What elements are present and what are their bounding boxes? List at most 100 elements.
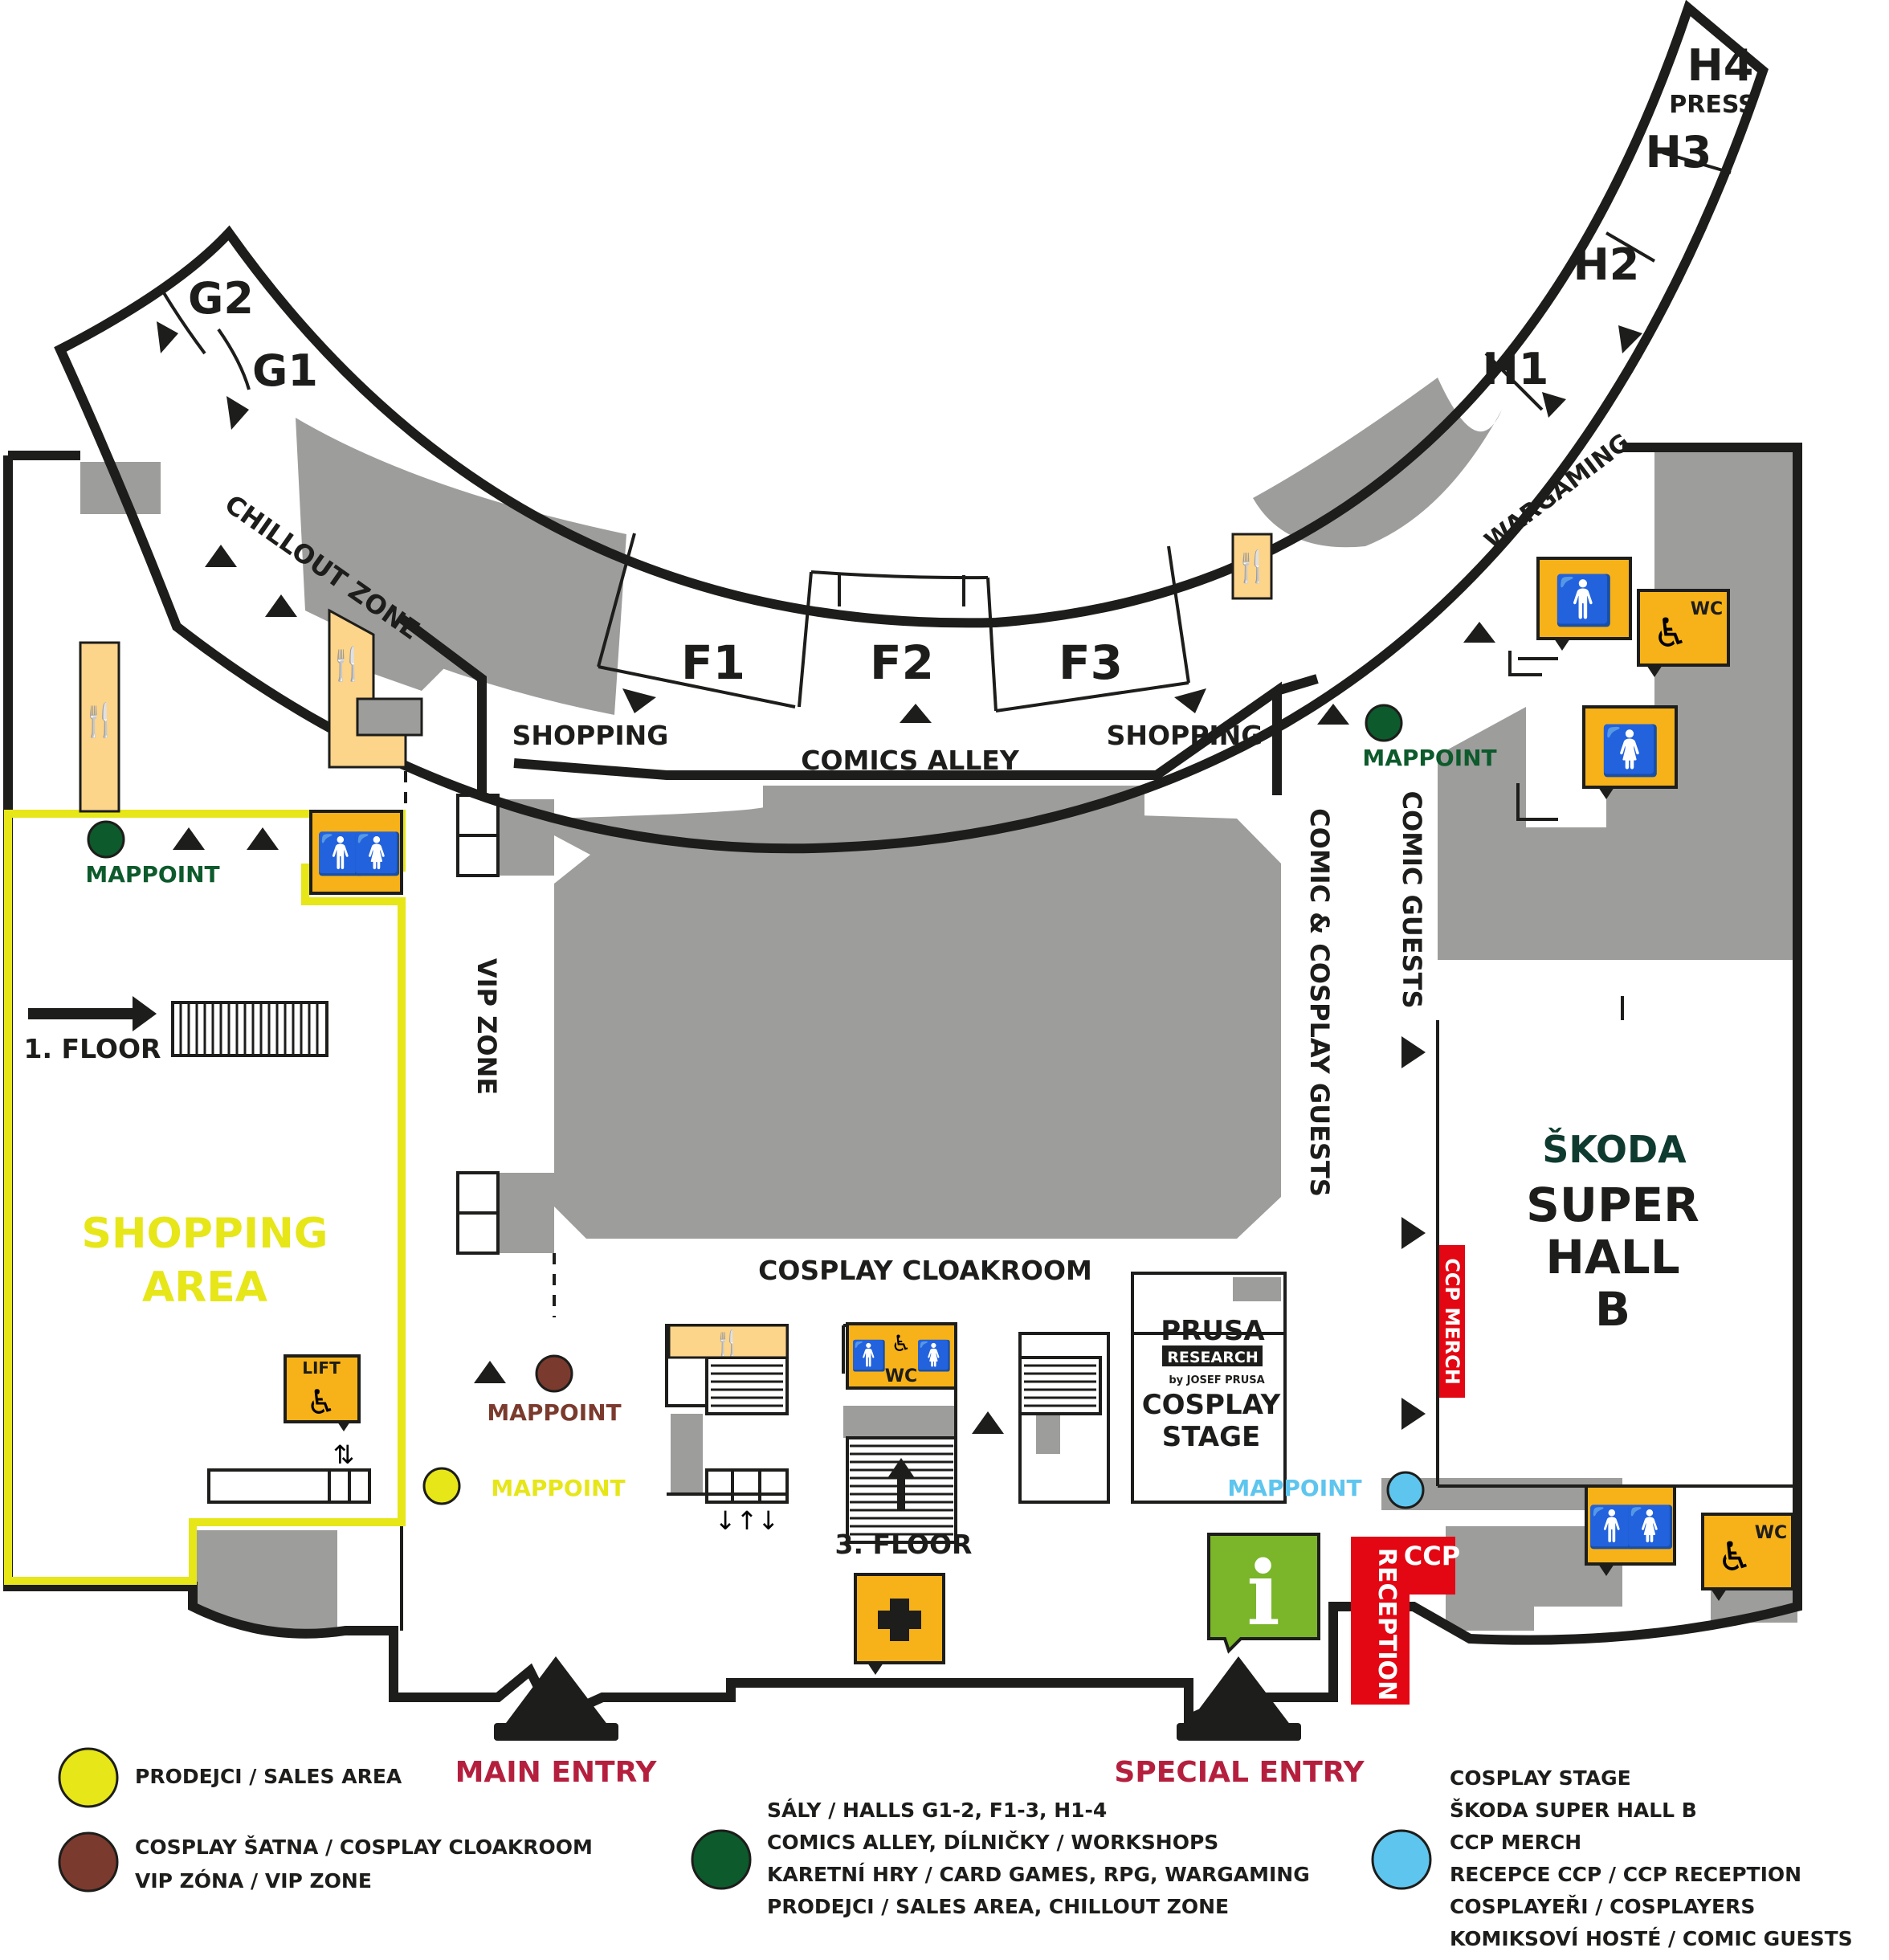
legend-blue-line-3: CCP MERCH <box>1450 1831 1581 1854</box>
first-floor-arrow-icon <box>28 996 157 1031</box>
by-josef-prusa-label: by JOSEF PRUSA <box>1169 1374 1264 1386</box>
legend-green-line-2: COMICS ALLEY, DÍLNIČKY / WORKSHOPS <box>767 1830 1218 1854</box>
center-wc: 🚹 🚺 ♿ WC <box>846 1322 957 1390</box>
svg-text:🚹: 🚹 <box>1588 1504 1638 1550</box>
toilets-shopping: 🚹 🚺 <box>309 810 403 895</box>
vip-zone-label: VIP ZONE <box>471 958 502 1095</box>
reception-label: RECEPTION <box>1373 1548 1401 1701</box>
walls <box>3 0 1802 1727</box>
main-entry-label: MAIN ENTRY <box>455 1756 658 1789</box>
comics-alley-label: COMICS ALLEY <box>801 745 1020 776</box>
cosplay-cloakroom-label: COSPLAY CLOAKROOM <box>758 1255 1092 1286</box>
gray-areas <box>80 378 1797 1634</box>
first-aid <box>854 1573 945 1675</box>
mappoint-brown-icon <box>535 1354 573 1393</box>
svg-text:♿: ♿ <box>1717 1533 1753 1580</box>
mappoint-brown-label: MAPPOINT <box>487 1399 621 1426</box>
toilet-women-wargaming: 🚺 <box>1582 705 1678 799</box>
legend-green-line-3: KARETNÍ HRY / CARD GAMES, RPG, WARGAMING <box>767 1863 1310 1886</box>
hall-h2: H2 <box>1573 239 1640 290</box>
svg-text:🚹: 🚹 <box>1554 573 1614 629</box>
center-wc-label: WC <box>885 1366 917 1386</box>
main-entry-icon <box>494 1656 618 1739</box>
mappoint-green-left-label: MAPPOINT <box>85 861 219 888</box>
svg-text:🍴: 🍴 <box>712 1329 742 1358</box>
ccp-merch: CCP MERCH <box>1439 1245 1465 1398</box>
research-label: RESEARCH <box>1167 1349 1258 1366</box>
info-point: i <box>1207 1533 1320 1654</box>
accessible-icon: ♿ <box>1653 610 1689 656</box>
food-area-wargaming: 🍴 <box>1231 533 1273 600</box>
legend-blue-dot <box>1371 1829 1432 1890</box>
special-entry-label: SPECIAL ENTRY <box>1114 1756 1365 1789</box>
hall-f1: F1 <box>681 635 745 690</box>
special-entry-icon <box>1177 1656 1301 1739</box>
shopping-area-label-1: SHOPPING <box>82 1210 328 1258</box>
cosplay-stage-label-2: STAGE <box>1162 1421 1261 1453</box>
hall-press: PRESS <box>1669 91 1755 119</box>
prusa-label: PRUSA <box>1161 1315 1265 1347</box>
svg-text:🚹: 🚹 <box>851 1339 887 1373</box>
escalator-first-floor <box>171 1001 328 1057</box>
escalator-third-floor <box>846 1436 957 1544</box>
svg-text:🚺: 🚺 <box>1626 1504 1675 1550</box>
hall-h4: H4 <box>1687 40 1754 91</box>
mappoint-yellow-label: MAPPOINT <box>491 1475 625 1501</box>
info-icon: i <box>1246 1541 1280 1645</box>
accessible-wc-super-hall: ♿ WC <box>1701 1513 1794 1601</box>
legend-green-line-4: PRODEJCI / SALES AREA, CHILLOUT ZONE <box>767 1895 1229 1918</box>
skoda-super-hall: ŠKODA SUPER HALL B <box>1526 1128 1699 1337</box>
lift-label: LIFT <box>302 1358 341 1378</box>
legend-yellow-line-1: PRODEJCI / SALES AREA <box>135 1765 402 1788</box>
food-icon-chillout: 🍴 <box>327 645 367 683</box>
ccp-merch-label: CCP MERCH <box>1441 1258 1463 1385</box>
lift-accessible-icon: ♿ <box>306 1382 337 1422</box>
food-area-left: 🍴 <box>79 641 120 813</box>
mappoint-green-left: MAPPOINT <box>85 820 220 888</box>
first-floor-label: 1. FLOOR <box>24 1033 161 1064</box>
hall-f3: F3 <box>1059 635 1123 690</box>
legend-blue-line-4: RECEPCE CCP / CCP RECEPTION <box>1450 1863 1801 1886</box>
super-hall-label-3: B <box>1595 1282 1630 1337</box>
mappoint-blue-label: MAPPOINT <box>1227 1475 1361 1501</box>
escalator-center-left <box>705 1356 789 1415</box>
super-hall-label-2: HALL <box>1545 1230 1679 1284</box>
stairs-arrows-icon: ↓↑↓ <box>715 1505 779 1536</box>
mappoint-green-right: MAPPOINT <box>1362 704 1497 771</box>
super-hall-label-1: SUPER <box>1526 1178 1699 1232</box>
hall-g2: G2 <box>188 273 254 324</box>
shopping-area-label-2: AREA <box>142 1264 267 1312</box>
prusa-cosplay-stage: PRUSA RESEARCH by JOSEF PRUSA COSPLAY ST… <box>1142 1315 1281 1453</box>
legend-brown-line-2: VIP ZÓNA / VIP ZONE <box>135 1868 372 1893</box>
svg-text:🚺: 🚺 <box>916 1339 953 1373</box>
legend-brown-line-1: COSPLAY ŠATNA / COSPLAY CLOAKROOM <box>135 1835 593 1859</box>
mappoint-yellow-icon <box>422 1467 461 1505</box>
mappoint-yellow: MAPPOINT <box>422 1467 626 1505</box>
comic-guests-label: COMIC GUESTS <box>1397 790 1427 1008</box>
toilets-super-hall: 🚹 🚺 <box>1585 1484 1676 1576</box>
hall-h3: H3 <box>1646 127 1712 178</box>
legend-blue-line-1: COSPLAY STAGE <box>1450 1766 1631 1790</box>
mappoint-blue-icon <box>1386 1471 1425 1509</box>
mappoint-green-icon <box>87 820 125 859</box>
skoda-brand-label: ŠKODA <box>1542 1128 1687 1171</box>
hall-g1: G1 <box>252 345 318 396</box>
legend-green-dot <box>691 1829 752 1890</box>
legend-brown-dot <box>58 1831 119 1893</box>
food-icon-center: 🍴 <box>667 1324 789 1359</box>
hall-h1: H1 <box>1483 344 1549 394</box>
legend-blue-line-5: COSPLAYEŘI / COSPLAYERS <box>1450 1895 1755 1918</box>
legend-blue-line-2: ŠKODA SUPER HALL B <box>1450 1798 1697 1822</box>
wc-label-bottom: WC <box>1755 1523 1787 1543</box>
dashed-lines <box>404 771 1285 1504</box>
third-floor-label: 3. FLOOR <box>835 1529 973 1560</box>
escalator-center-right <box>1018 1356 1102 1415</box>
lift-arrows-icon: ⇅ <box>333 1439 355 1470</box>
shopping-label-right: SHOPPING <box>1107 720 1263 751</box>
ccp-label: CCP <box>1404 1541 1460 1571</box>
food-icon-left: 🍴 <box>80 701 120 739</box>
mappoint-green-right-label: MAPPOINT <box>1362 745 1496 771</box>
first-aid-icon <box>878 1599 921 1641</box>
accessible-wc-wargaming: ♿ WC <box>1637 589 1730 677</box>
